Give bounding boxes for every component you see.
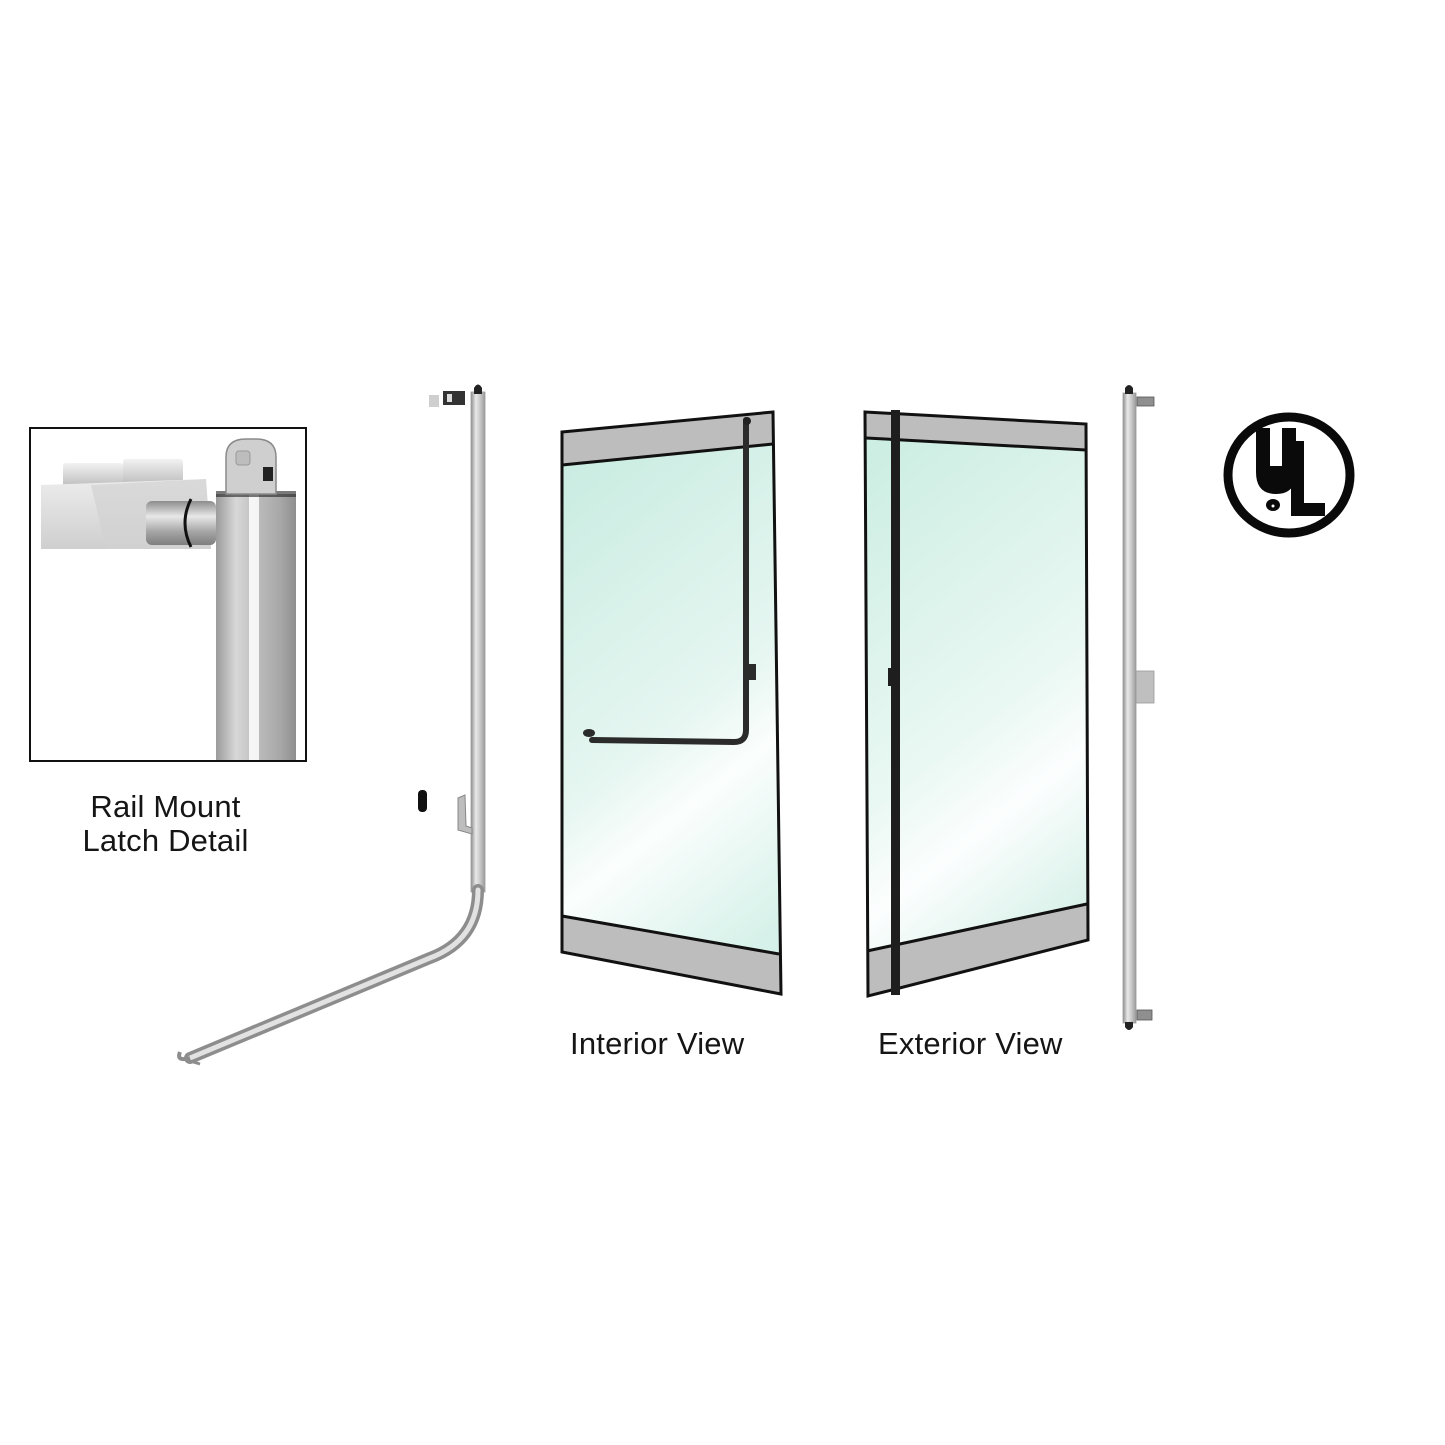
bent-push-bar-rail-icon bbox=[177, 384, 486, 1066]
glass-door-with-push-bar-icon bbox=[560, 410, 783, 996]
latch-detail-caption-line1: Rail Mount bbox=[90, 789, 241, 824]
latch-detail-caption: Rail Mount Latch Detail bbox=[58, 790, 273, 858]
latch-detail-inset bbox=[29, 427, 307, 762]
vertical-rod-with-strike-icon bbox=[1122, 385, 1155, 1030]
interior-view-label: Interior View bbox=[570, 1026, 745, 1061]
ul-listed-logo-icon bbox=[1223, 412, 1355, 538]
exterior-view-label: Exterior View bbox=[878, 1026, 1063, 1061]
glass-door-with-vertical-rod-icon bbox=[863, 410, 1090, 998]
rail-mount-latch-closeup-icon bbox=[41, 438, 296, 760]
latch-detail-caption-line2: Latch Detail bbox=[82, 823, 249, 858]
